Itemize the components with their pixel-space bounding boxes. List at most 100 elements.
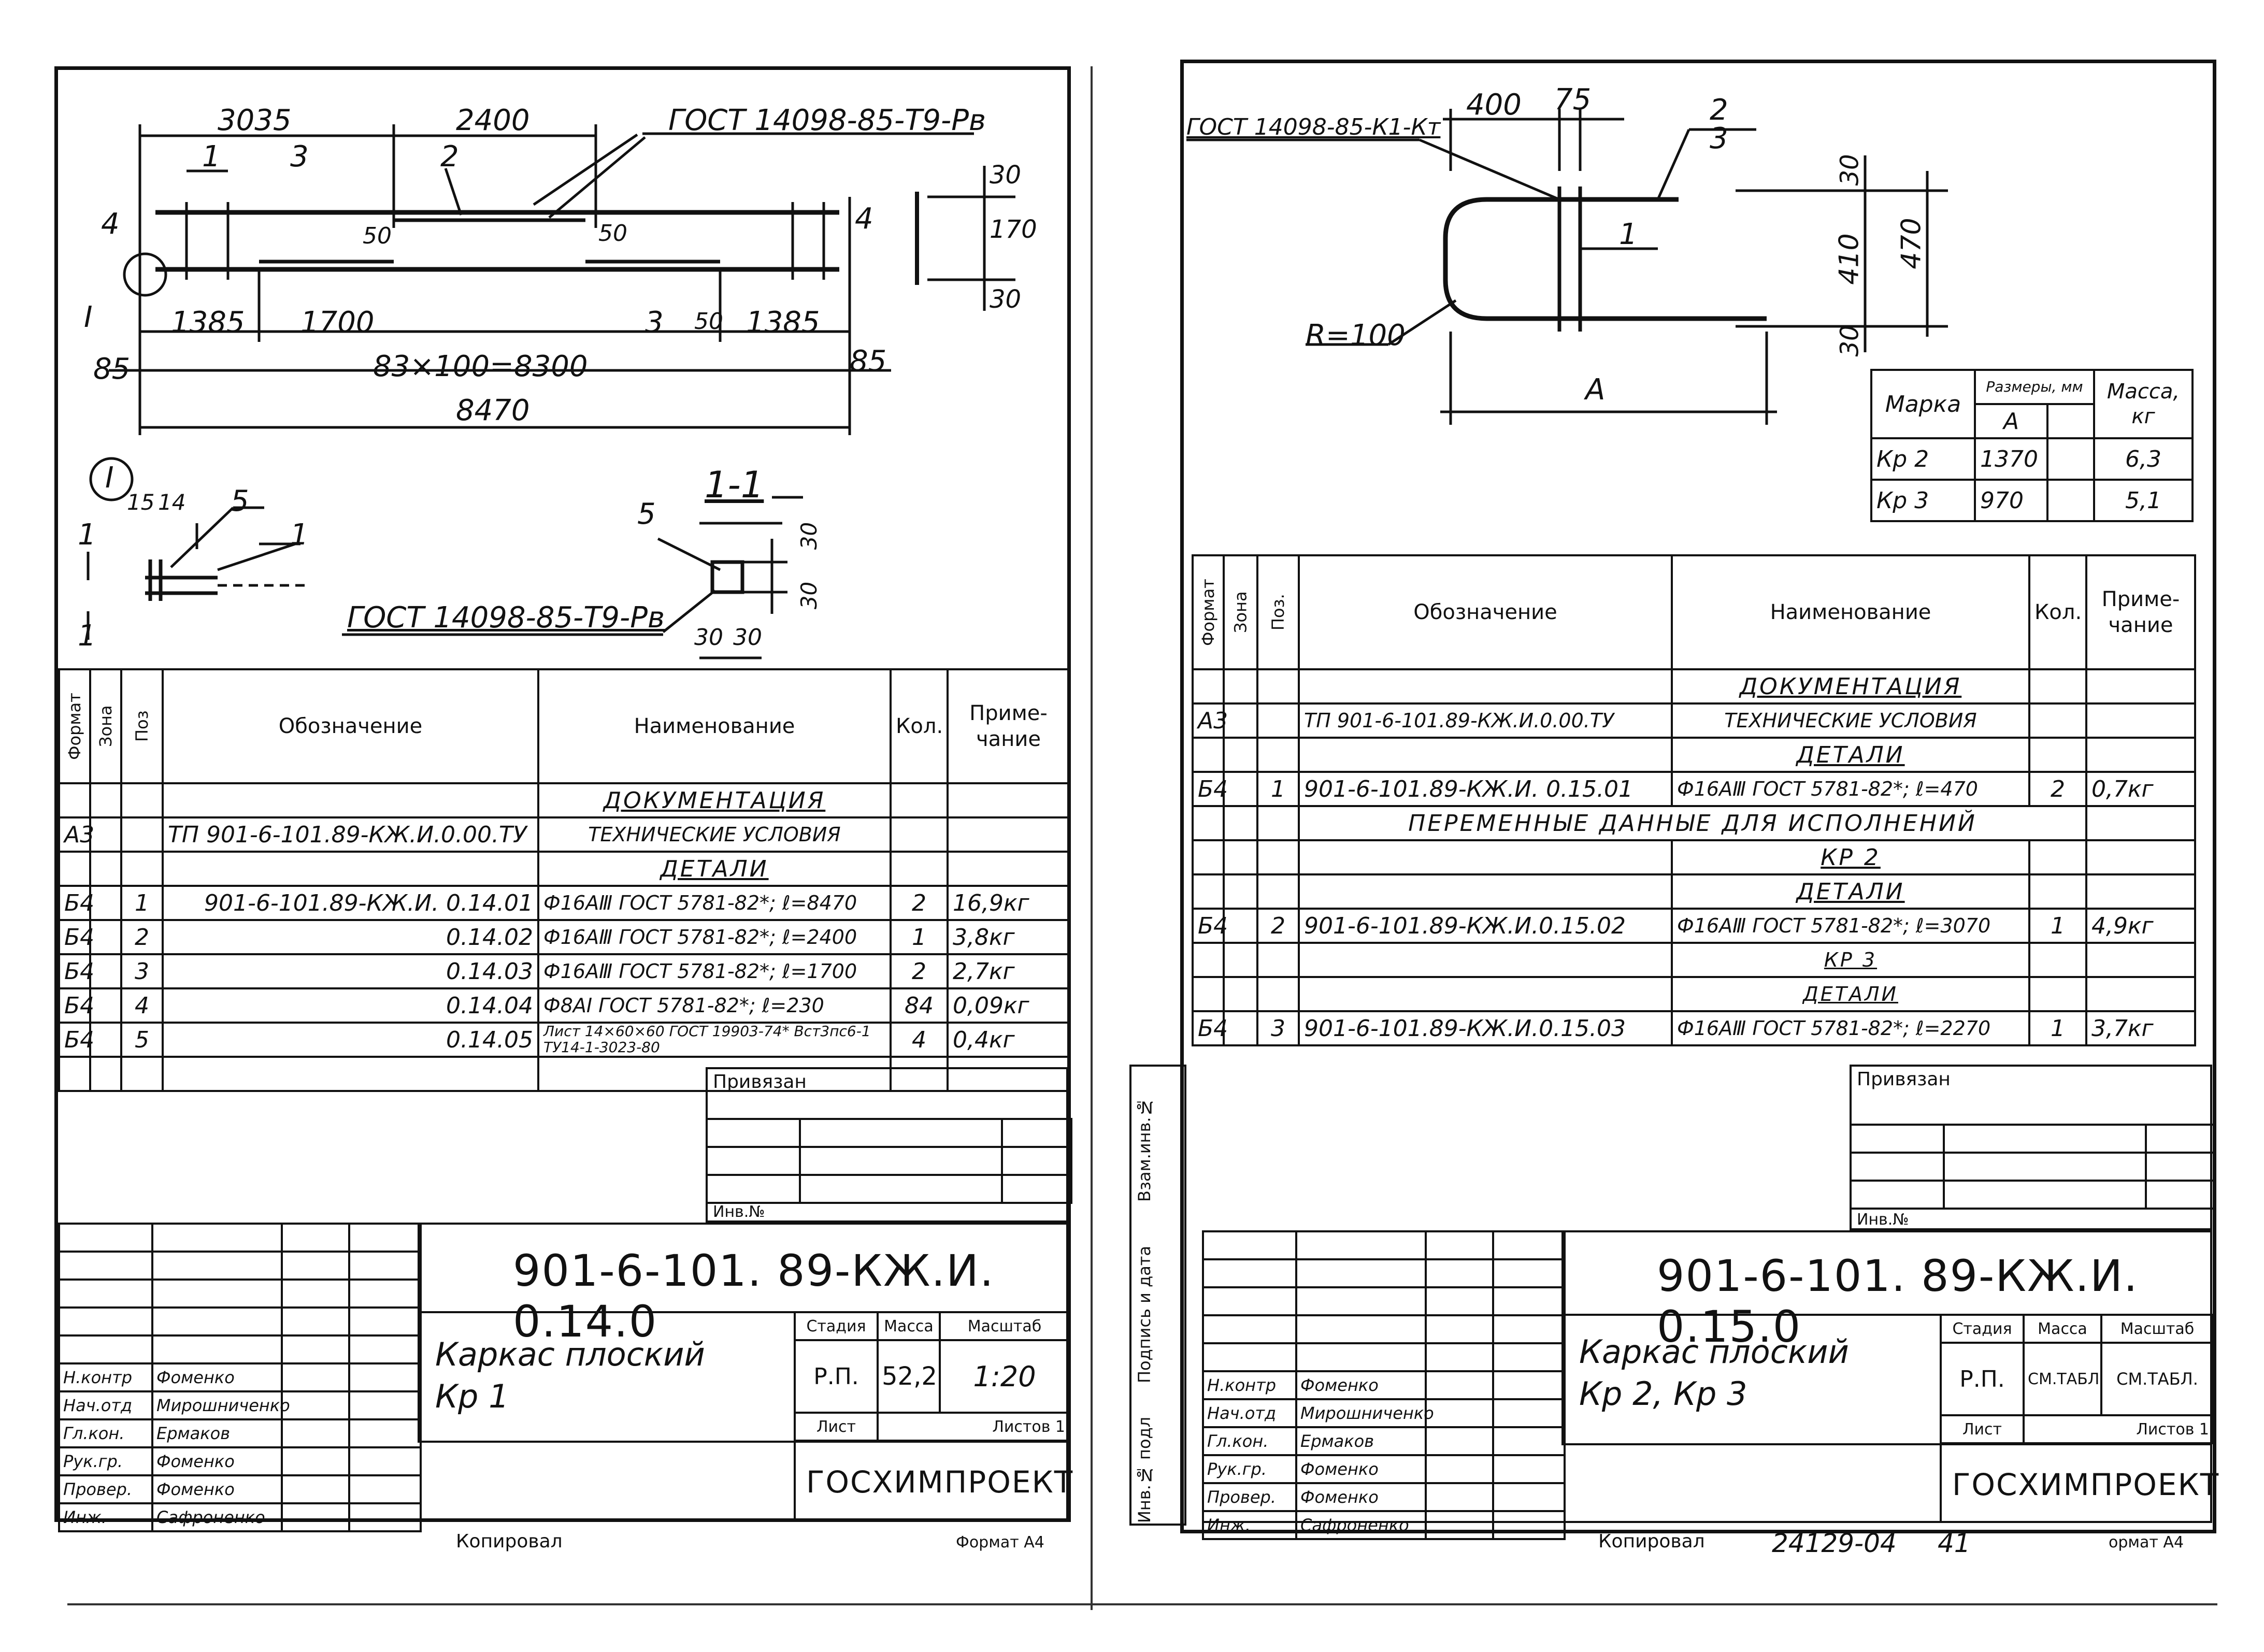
pos-2: 2 xyxy=(440,140,459,174)
dim-8300: 83×100=8300 xyxy=(373,350,588,383)
left-copied: Копировал xyxy=(456,1531,563,1552)
table-row: Детали xyxy=(1192,873,2196,910)
right-title-cell: Каркас плоский Кр 2, Кр 3 xyxy=(1561,1314,1942,1445)
dim-1385b: 1385 xyxy=(746,306,820,339)
table-row: Документация xyxy=(1192,668,2196,705)
hdr-zone-right: Зона xyxy=(1224,555,1257,669)
section-node-I: I xyxy=(105,461,114,495)
table-row: Документация xyxy=(58,782,1070,818)
pos-1d: 1 xyxy=(78,619,96,653)
dim-15: 15 xyxy=(127,490,155,515)
pos-5-section: 5 xyxy=(637,497,656,531)
dim-85a: 85 xyxy=(93,352,131,386)
right-org-cell: ГОСХИМПРОЕКТ xyxy=(1940,1443,2218,1523)
right-sheet xyxy=(1180,60,2216,1533)
pos-1-right: 1 xyxy=(1619,218,1638,251)
left-format: Формат А4 xyxy=(956,1533,1044,1552)
side-vzam: Взам.инв.№ xyxy=(1135,1097,1154,1202)
inv-label-right: Инв.№ xyxy=(1857,1211,1909,1229)
dim-50a: 50 xyxy=(363,223,392,249)
right-format: ормат А4 xyxy=(2109,1533,2184,1552)
side-podp: Подпись и дата xyxy=(1135,1245,1154,1383)
dim-30e: 30 xyxy=(694,624,723,651)
pos-3: 3 xyxy=(290,140,309,174)
hdr-qty: Кол. xyxy=(890,668,949,784)
hdr-designation: Обозначение xyxy=(162,668,539,784)
right-doc-code: 901-6-101. 89-КЖ.И. 0.15.0 xyxy=(1657,1251,2139,1352)
dim-410: 410 xyxy=(1833,233,1865,285)
table-row xyxy=(58,1056,1070,1092)
sheet-divider-line xyxy=(1091,66,1093,1610)
left-doc-code: 901-6-101. 89-КЖ.И. 0.14.0 xyxy=(513,1245,995,1347)
dim-30b: 30 xyxy=(990,285,1022,314)
pos-4b: 4 xyxy=(855,202,873,236)
hdr-note-right: Приме-чание xyxy=(2085,554,2196,670)
pos-3b: 3 xyxy=(645,306,664,339)
pos-1c: 1 xyxy=(290,518,309,552)
side-invpodl: Инв.№ подл xyxy=(1135,1416,1154,1523)
dim-r100: R=100 xyxy=(1306,319,1406,352)
dim-A: А xyxy=(1585,373,1606,407)
dim-50b: 50 xyxy=(598,220,627,247)
table-row: Кр 2 xyxy=(1192,839,2196,875)
pos-4: 4 xyxy=(101,207,120,241)
privyazan-grid-right xyxy=(1850,1124,2216,1210)
table-row: Кр 3 xyxy=(1192,942,2196,978)
node-mark-I: I xyxy=(84,300,93,334)
privyazan-grid xyxy=(706,1118,1072,1204)
left-title-cell: Каркас плоский Кр 1 xyxy=(418,1311,796,1443)
hdr-name-right: Наименование xyxy=(1671,554,2030,670)
table-row: Детали xyxy=(1192,976,2196,1012)
privyazan-label-right: Привязан xyxy=(1857,1069,1951,1090)
gost-bottom-label: ГОСТ 14098-85-Т9-Рв xyxy=(347,601,665,635)
pos-1: 1 xyxy=(202,140,221,174)
right-code-cell: 901-6-101. 89-КЖ.И. 0.15.0 xyxy=(1561,1230,2212,1352)
right-title: Каркас плоский Кр 2, Кр 3 xyxy=(1579,1333,1849,1413)
inv-label: Инв.№ xyxy=(713,1203,765,1221)
right-page: 41 xyxy=(1938,1528,1971,1558)
right-copied: Копировал xyxy=(1598,1531,1705,1552)
right-gost: ГОСТ 14098-85-К1-Кт xyxy=(1186,114,1441,140)
left-org-cell: ГОСХИМПРОЕКТ xyxy=(794,1441,1072,1520)
dim-1385a: 1385 xyxy=(171,306,245,339)
dim-1700: 1700 xyxy=(300,306,375,339)
pos-2-right: 2 xyxy=(1710,93,1728,127)
left-code-cell: 901-6-101. 89-КЖ.И. 0.14.0 xyxy=(418,1223,1068,1347)
dim-470: 470 xyxy=(1896,218,1927,269)
dim-170: 170 xyxy=(990,215,1037,244)
left-org: ГОСХИМПРОЕКТ xyxy=(806,1464,1074,1500)
hdr-pos-right: Поз. xyxy=(1257,555,1299,669)
pos-1b: 1 xyxy=(78,518,96,552)
table-row: Переменные данные для исполнений xyxy=(1192,805,2196,841)
pos-5-node: 5 xyxy=(231,484,249,518)
left-title: Каркас плоский Кр 1 xyxy=(435,1335,705,1415)
dim-50c: 50 xyxy=(694,308,723,335)
pos-3-right: 3 xyxy=(1710,122,1728,155)
hdr-name: Наименование xyxy=(537,668,892,784)
dim-8470: 8470 xyxy=(456,394,530,427)
dim-2400: 2400 xyxy=(456,104,530,137)
dim-30b-right: 30 xyxy=(1835,325,1865,357)
privyazan-label: Привязан xyxy=(713,1071,807,1093)
left-privyazan-block: Привязан Инв.№ xyxy=(706,1067,1072,1223)
table-row: Детали xyxy=(58,851,1070,887)
dim-85b: 85 xyxy=(850,344,887,378)
dim-30f: 30 xyxy=(733,624,762,651)
